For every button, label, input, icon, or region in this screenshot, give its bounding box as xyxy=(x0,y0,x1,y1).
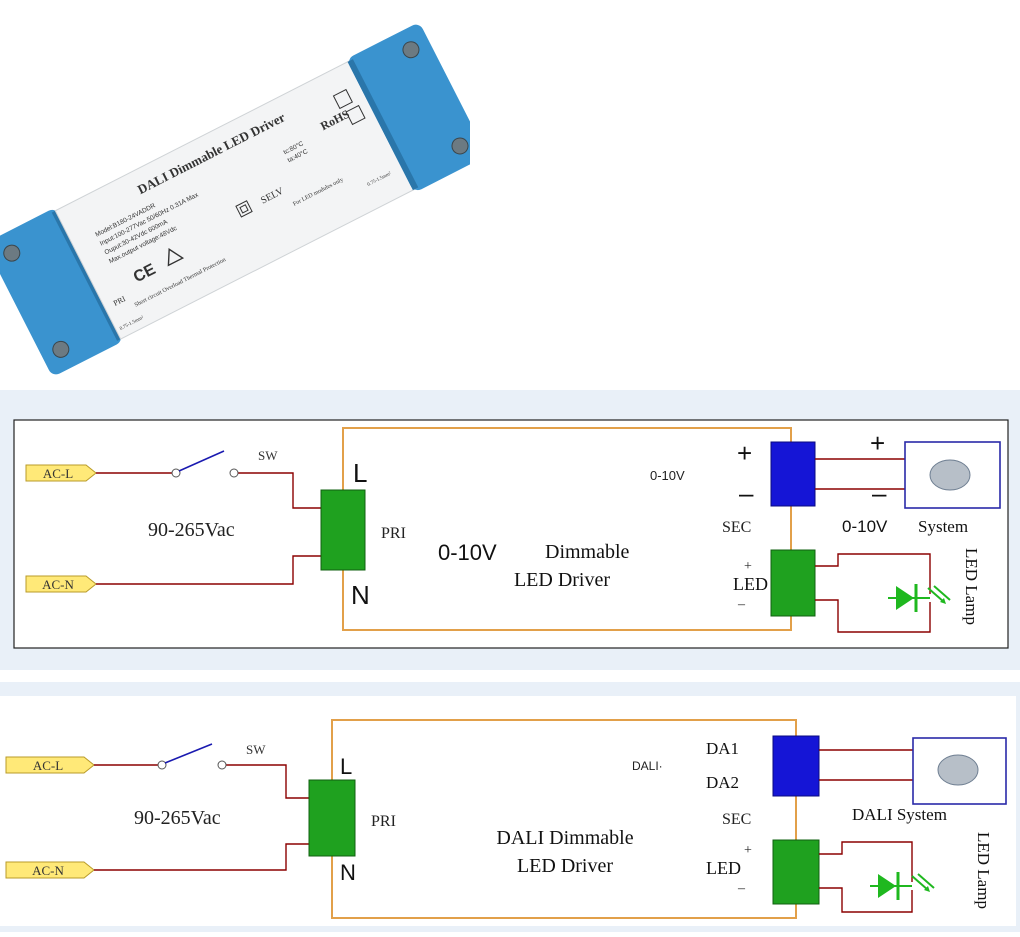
driver-dimmable-label: Dimmable xyxy=(545,541,630,563)
system-minus-label: – xyxy=(872,478,887,508)
terminal-n-label: N xyxy=(351,580,370,610)
dim-input-label: 0-10V xyxy=(650,468,685,483)
secondary-wires xyxy=(819,749,913,913)
switch-icon xyxy=(157,743,227,770)
primary-wires xyxy=(94,764,310,871)
dali-terminal xyxy=(772,735,820,797)
input-voltage-label: 90-265Vac xyxy=(148,519,235,541)
control-knob-icon xyxy=(937,754,979,786)
wiring-diagram-dali: AC-L AC-N SW 90-265Vac L N PRI DALI Dimm… xyxy=(0,682,1020,932)
diagram-frame xyxy=(0,696,1016,926)
led-label: LED xyxy=(706,858,741,878)
da1-label: DA1 xyxy=(706,739,739,758)
led-lamp-icon xyxy=(870,872,935,900)
dim-plus-label: + xyxy=(737,438,752,468)
driver-name-label: LED Driver xyxy=(514,569,610,591)
pri-label: PRI xyxy=(381,525,406,542)
switch-label: SW xyxy=(258,448,278,463)
svg-text:AC-L: AC-L xyxy=(43,466,73,481)
terminal-n-label: N xyxy=(340,860,356,885)
control-knob-icon xyxy=(929,459,971,491)
driver-body xyxy=(54,60,416,340)
screw-icon xyxy=(3,41,469,358)
primary-terminal xyxy=(320,489,366,571)
primary-wires xyxy=(96,472,322,585)
ac-l-tag: AC-L xyxy=(25,464,97,482)
input-voltage-label: 90-265Vac xyxy=(134,807,221,829)
ac-l-tag: AC-L xyxy=(5,756,95,774)
left-end-cap xyxy=(0,209,122,375)
led-label: LED xyxy=(733,574,768,594)
driver-type-label: 0-10V xyxy=(438,540,497,565)
double-insulation-icon xyxy=(235,200,253,218)
svg-text:AC-L: AC-L xyxy=(33,758,63,773)
led-minus-label: – xyxy=(737,597,746,612)
terminal-diagram-icon xyxy=(332,88,353,110)
pri-label: PRI xyxy=(371,813,396,830)
terminal-l-label: L xyxy=(353,458,367,488)
sec-label: SEC xyxy=(722,519,751,536)
svg-text:AC-N: AC-N xyxy=(32,863,64,878)
terminal-l-label: L xyxy=(340,754,352,779)
led-minus-label: – xyxy=(737,881,746,896)
led-lamp-label: LED Lamp xyxy=(962,548,981,625)
led-terminal xyxy=(770,549,816,617)
dim-minus-label: – xyxy=(739,478,754,508)
secondary-wires xyxy=(815,458,931,633)
driver-name-line1: DALI Dimmable xyxy=(496,827,633,849)
da2-label: DA2 xyxy=(706,773,739,792)
led-plus-label: + xyxy=(744,843,752,858)
diagram-frame xyxy=(13,419,1009,649)
led-lamp-icon xyxy=(888,584,951,612)
system-type-label: 0-10V xyxy=(842,517,888,536)
product-photo: DALI Dimmable LED Driver Model:B180-24VA… xyxy=(0,24,470,375)
primary-terminal xyxy=(308,779,356,857)
svg-text:AC-N: AC-N xyxy=(42,577,74,592)
switch-label: SW xyxy=(246,742,266,757)
ac-n-tag: AC-N xyxy=(25,575,97,593)
right-end-cap xyxy=(348,24,470,191)
led-plus-label: + xyxy=(744,559,752,574)
wiring-diagram-0-10v: AC-L AC-N SW 90-265Vac L N PRI 0-10V D xyxy=(0,390,1020,670)
system-plus-label: + xyxy=(870,428,885,458)
driver-name-line2: LED Driver xyxy=(517,855,613,877)
sec-label: SEC xyxy=(722,811,751,828)
system-label: DALI System xyxy=(852,805,947,824)
ac-n-tag: AC-N xyxy=(5,861,95,879)
warning-icon xyxy=(167,247,185,267)
dim-terminal xyxy=(770,441,816,507)
led-terminal xyxy=(772,839,820,905)
led-lamp-label: LED Lamp xyxy=(974,832,993,909)
switch-icon xyxy=(171,450,239,478)
dali-input-label: DALI· xyxy=(632,759,663,773)
system-label: System xyxy=(918,517,968,536)
